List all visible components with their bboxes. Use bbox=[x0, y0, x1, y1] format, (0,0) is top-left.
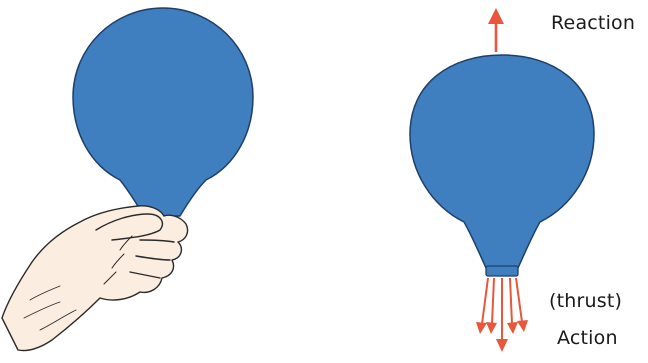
action-label: Action bbox=[557, 327, 618, 349]
thrust-arrow-1-head bbox=[476, 322, 487, 334]
thrust-arrow-2-head bbox=[486, 322, 497, 334]
held-balloon-body bbox=[73, 8, 253, 216]
balloon-nozzle bbox=[486, 266, 518, 276]
thrust-label: (thrust) bbox=[549, 290, 622, 312]
action-arrows bbox=[476, 278, 528, 352]
reaction-label: Reaction bbox=[551, 12, 635, 34]
reaction-arrow bbox=[488, 8, 504, 52]
hand bbox=[2, 206, 188, 351]
free-balloon-body bbox=[410, 55, 594, 268]
thrust-arrow-5-head bbox=[517, 320, 528, 332]
thrust-arrow-3-head bbox=[496, 339, 508, 352]
thrust-arrow-4-head bbox=[507, 322, 518, 334]
held-balloon bbox=[73, 8, 253, 216]
thrust-arrow-2 bbox=[492, 278, 494, 324]
free-balloon bbox=[410, 55, 594, 276]
thrust-arrow-5 bbox=[516, 278, 522, 322]
reaction-arrow-head bbox=[488, 8, 504, 24]
thrust-arrow-1 bbox=[482, 278, 488, 324]
thrust-arrow-4 bbox=[510, 278, 512, 324]
